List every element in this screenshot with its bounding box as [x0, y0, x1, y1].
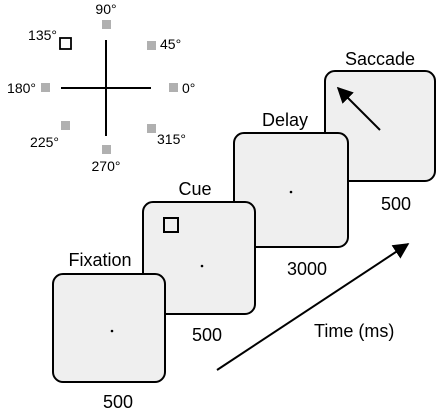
target-marker-45 [147, 41, 156, 50]
angle-label-90: 90° [95, 1, 116, 17]
angle-label-45: 45° [160, 36, 181, 52]
target-marker-315 [147, 124, 156, 133]
cue-square [163, 217, 179, 233]
delay-duration: 3000 [287, 259, 327, 279]
time-arrow [216, 243, 410, 371]
angle-label-0: 0° [182, 80, 195, 96]
fixation-dot [110, 329, 114, 333]
target-marker-270 [102, 145, 111, 154]
phase-saccade: Saccade 500 [324, 49, 436, 214]
phase-fixation: Fixation 500 [52, 250, 166, 411]
saccade-arrow [336, 86, 381, 131]
cue-label: Cue [178, 179, 211, 199]
target-layout: 90° 45° 0° 315° 270° 225° 180° 135° [7, 1, 195, 174]
fixation-dot [200, 264, 204, 268]
angle-label-225: 225° [30, 134, 59, 150]
delay-panel [233, 132, 349, 248]
phase-delay: Delay 3000 [233, 110, 349, 279]
time-axis-label: Time (ms) [314, 321, 394, 341]
delay-label: Delay [262, 110, 308, 130]
target-marker-180 [41, 83, 50, 92]
angle-label-135: 135° [28, 27, 57, 43]
saccade-label: Saccade [345, 49, 415, 69]
phase-cue: Cue 500 [142, 179, 256, 345]
cue-panel [142, 201, 256, 315]
fixation-panel [52, 273, 166, 383]
fixation-dot [289, 190, 293, 194]
target-marker-135 [59, 37, 72, 50]
angle-label-180: 180° [7, 80, 36, 96]
time-axis: Time (ms) [216, 243, 410, 371]
target-marker-0 [169, 83, 178, 92]
angle-label-270: 270° [92, 158, 121, 174]
fixation-duration: 500 [103, 392, 133, 411]
cue-duration: 500 [192, 325, 222, 345]
saccade-duration: 500 [381, 194, 411, 214]
target-marker-90 [102, 20, 111, 29]
fixation-label: Fixation [68, 250, 131, 270]
target-marker-225 [61, 121, 70, 130]
angle-label-315: 315° [157, 131, 186, 147]
